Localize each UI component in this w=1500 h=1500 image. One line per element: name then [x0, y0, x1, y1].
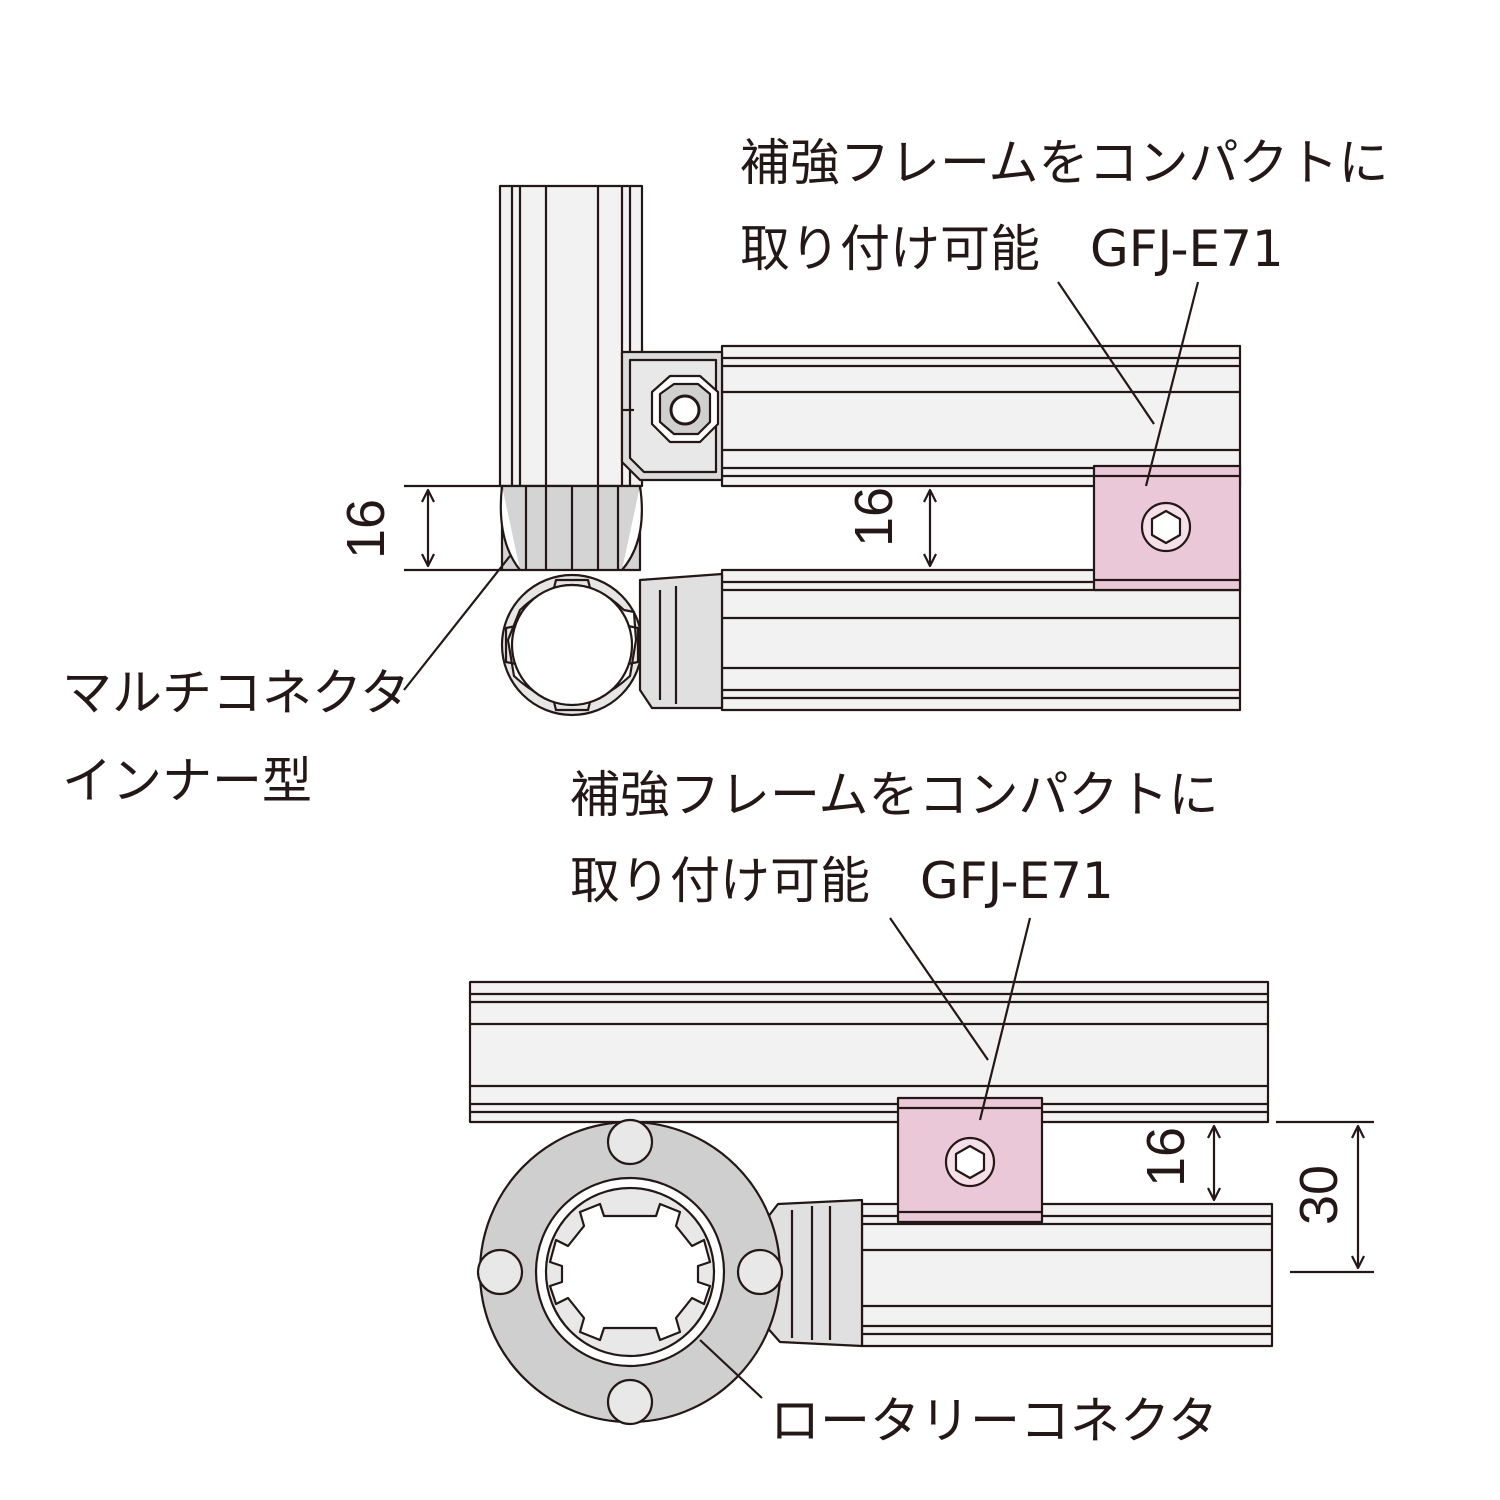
rotary-connector-label: ロータリーコネクタ: [770, 1392, 1218, 1450]
vertical-frame: [498, 184, 644, 488]
bottom-upper-frame: [468, 980, 1270, 1124]
reinforcement-bracket-bottom: [896, 1096, 1044, 1224]
rotary-connector: [476, 1118, 784, 1426]
leader-lines-top: [403, 281, 1200, 691]
round-pipe: [500, 573, 644, 717]
multi-connector-inner: [499, 484, 643, 572]
dim-text-left-16: 16: [336, 498, 396, 559]
dim-text-bottom-16: 16: [1136, 1126, 1196, 1187]
multi-connector-label-line1: マルチコネクタ: [62, 664, 410, 722]
dim-text-bottom-30: 30: [1289, 1164, 1349, 1226]
top-note-line2: 取り付け可能 GFJ-E71: [740, 220, 1284, 278]
top-note-line1: 補強フレームをコンパクトに: [740, 134, 1389, 192]
reinforcement-bracket-top: [1092, 464, 1242, 592]
leader-lines-bottom: [699, 917, 1032, 1399]
lower-horizontal-frame: [638, 568, 1242, 712]
mid-note-line2: 取り付け可能 GFJ-E71: [570, 852, 1114, 910]
dimension-bottom-16: [1207, 1124, 1221, 1202]
multi-connector-label-line2: インナー型: [62, 752, 312, 810]
corner-connector: [620, 350, 724, 482]
dimension-left-16: [404, 484, 502, 572]
dim-text-center-16: 16: [844, 486, 904, 547]
bottom-lower-frame: [762, 1198, 1274, 1348]
dimension-center-16: [923, 488, 937, 568]
dimension-bottom-30: [1276, 1120, 1374, 1274]
mid-note-line1: 補強フレームをコンパクトに: [570, 766, 1219, 824]
